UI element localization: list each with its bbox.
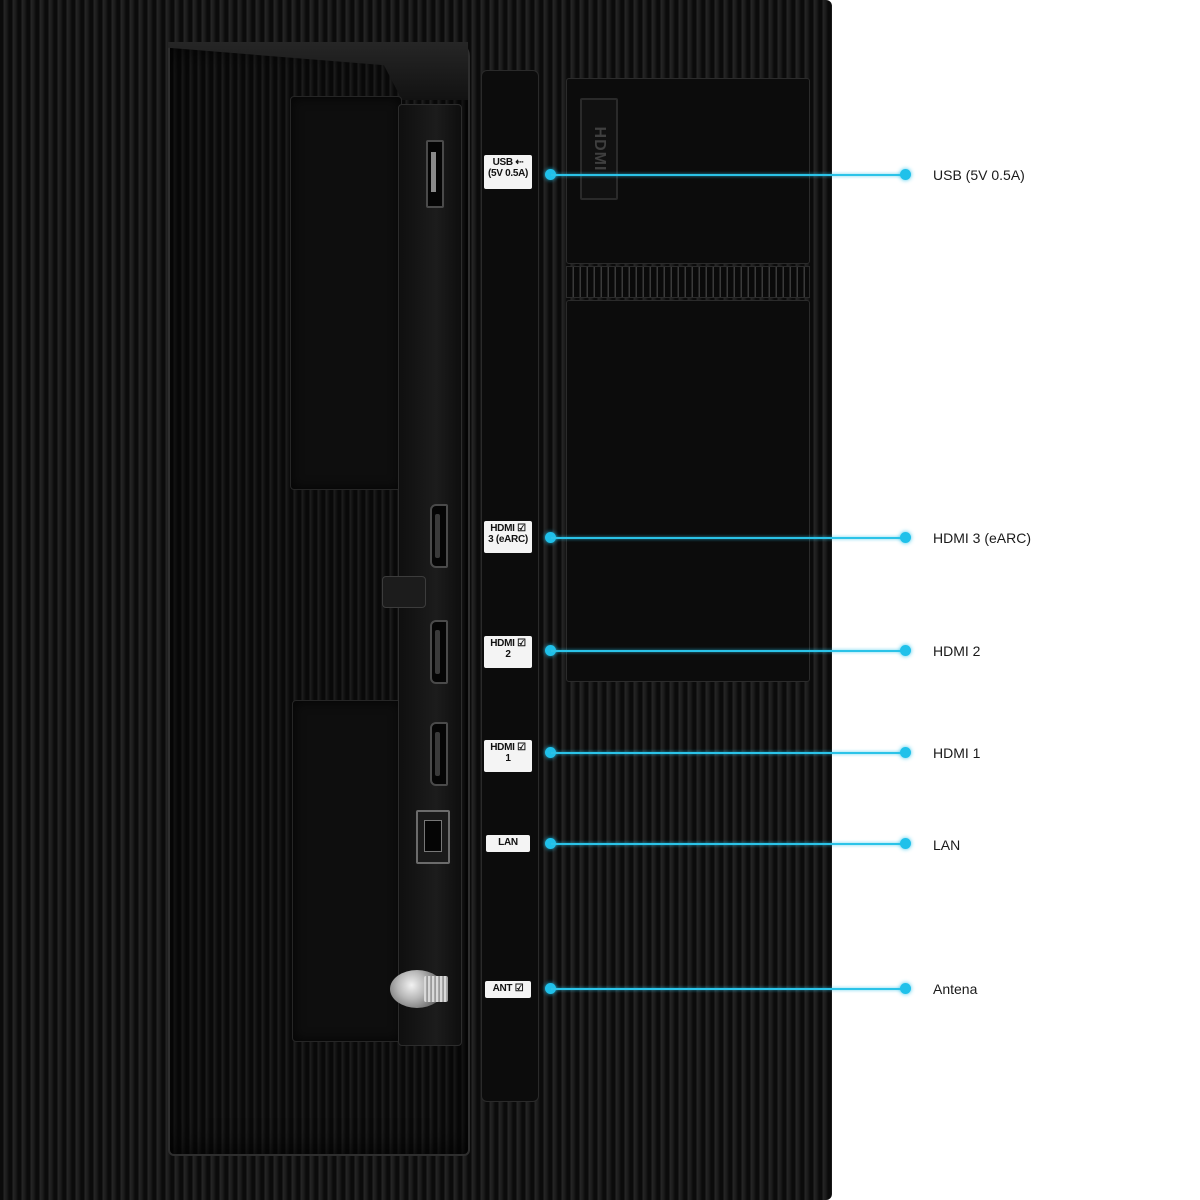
callout-lan: LAN	[933, 837, 961, 853]
callout-hdmi2: HDMI 2	[933, 643, 981, 659]
leader-dot-hdmi2-start	[545, 645, 556, 656]
leader-line-usb	[551, 174, 906, 176]
inner-panel-lower	[292, 700, 402, 1042]
inner-panel-upper	[290, 96, 402, 490]
cable-clip	[382, 576, 426, 608]
leader-dot-ant-start	[545, 983, 556, 994]
antenna-port[interactable]	[390, 970, 448, 1008]
leader-line-lan	[551, 843, 906, 845]
hdmi-embossed-logo: HDMI	[580, 98, 618, 200]
leader-dot-hdmi1-end	[900, 747, 911, 758]
usb-port[interactable]	[426, 140, 444, 208]
leader-line-hdmi3	[551, 537, 906, 539]
callout-usb: USB (5V 0.5A)	[933, 167, 1025, 183]
callout-hdmi3: HDMI 3 (eARC)	[933, 530, 1032, 546]
leader-dot-hdmi3-end	[900, 532, 911, 543]
vent-slots	[566, 266, 810, 298]
hdmi2-port[interactable]	[430, 620, 448, 684]
tag-ant: ANT ☑	[485, 981, 531, 998]
port-label-strip	[481, 70, 539, 1102]
port-rail	[398, 104, 462, 1046]
leader-line-hdmi1	[551, 752, 906, 754]
hdmi-embossed-text: HDMI	[591, 126, 608, 172]
tag-usb: USB ⇠ (5V 0.5A)	[484, 155, 532, 189]
leader-dot-usb-start	[545, 169, 556, 180]
hdmi3-port[interactable]	[430, 504, 448, 568]
leader-dot-lan-start	[545, 838, 556, 849]
tag-hdmi3: HDMI ☑ 3 (eARC)	[484, 521, 532, 553]
callout-ant: Antena	[933, 981, 978, 997]
callout-hdmi1: HDMI 1	[933, 745, 981, 761]
leader-dot-usb-end	[900, 169, 911, 180]
leader-dot-ant-end	[900, 983, 911, 994]
grille-panel-lower	[566, 300, 810, 682]
leader-dot-hdmi1-start	[545, 747, 556, 758]
leader-line-hdmi2	[551, 650, 906, 652]
tag-hdmi1: HDMI ☑ 1	[484, 740, 532, 772]
lan-port[interactable]	[416, 810, 450, 864]
tag-hdmi2: HDMI ☑ 2	[484, 636, 532, 668]
leader-dot-hdmi2-end	[900, 645, 911, 656]
leader-dot-lan-end	[900, 838, 911, 849]
leader-line-ant	[551, 988, 906, 990]
hdmi1-port[interactable]	[430, 722, 448, 786]
leader-dot-hdmi3-start	[545, 532, 556, 543]
tag-lan: LAN	[486, 835, 530, 852]
